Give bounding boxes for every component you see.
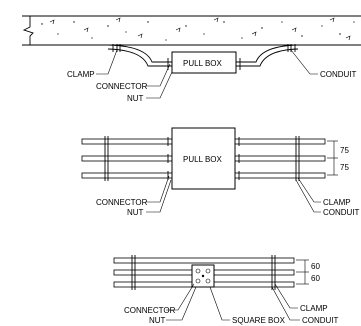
nut-label-elevation: NUT — [127, 94, 144, 103]
conduit-label-elevation: CONDUIT — [320, 70, 357, 79]
concrete-aggregate — [41, 21, 355, 41]
clamps-left-square — [131, 255, 136, 290]
clamps-left-plan — [104, 136, 109, 181]
conduit-right-elevation-lower — [236, 48, 299, 67]
clamp-label-elevation: CLAMP — [67, 70, 95, 79]
concrete-hatch-marks — [49, 17, 351, 41]
leader-nut-square — [166, 286, 197, 321]
connector-label-square: CONNECTOR — [124, 306, 176, 315]
dimension-60-upper: 60 — [311, 262, 320, 271]
leader-nut-plan — [146, 179, 172, 213]
clamp-label-plan: CLAMP — [323, 198, 351, 207]
connector-label-elevation: CONNECTOR — [96, 82, 148, 91]
nut-label-square: NUT — [149, 316, 166, 325]
conduits-left-plan — [81, 138, 173, 179]
nut-label-plan: NUT — [127, 208, 144, 217]
leader-connector-elevation — [146, 63, 171, 87]
leader-clamp-square — [274, 283, 298, 309]
leader-conduit-elevation — [290, 49, 318, 75]
square-box-label: SQUARE BOX — [232, 316, 286, 325]
concrete-slab — [22, 16, 361, 45]
clamp-label-square: CLAMP — [300, 304, 328, 313]
pull-box-label-plan: PULL BOX — [183, 155, 222, 164]
leader-nut-elevation — [146, 71, 173, 99]
dimension-75-upper: 75 — [340, 146, 349, 155]
connectors-plan — [167, 137, 240, 180]
dimension-60 — [296, 259, 309, 285]
dimension-75 — [327, 140, 338, 176]
conduit-label-plan: CONDUIT — [323, 208, 360, 217]
clamps-right-plan — [295, 136, 300, 181]
leader-square-box — [209, 286, 230, 321]
leader-conduit-plan — [295, 179, 321, 213]
square-box-knockouts — [195, 268, 211, 284]
pull-box-label-elevation: PULL BOX — [183, 59, 222, 68]
connector-label-plan: CONNECTOR — [96, 198, 148, 207]
section-elevation: PULL BOX CLAMP CONNECTOR NUT CONDUIT — [22, 15, 361, 103]
leader-connector-plan — [146, 175, 170, 203]
conduit-label-square: CONDUIT — [302, 316, 339, 325]
leader-connector-square — [166, 283, 195, 311]
leader-conduit-square — [271, 286, 300, 321]
conduit-left-elevation — [107, 44, 172, 63]
pull-box-plan — [171, 127, 236, 190]
leader-clamp-elevation — [96, 49, 118, 75]
clamp-right-elevation — [287, 44, 296, 52]
slab-break-line — [22, 16, 34, 45]
leader-clamp-plan — [297, 177, 321, 203]
conduit-right-elevation — [236, 44, 299, 63]
section-plan-pull-box: PULL BOX 75 75 CONNECTOR NUT CLAMP CONDU… — [81, 127, 360, 217]
conduits-right-plan — [234, 138, 326, 179]
dimension-60-lower: 60 — [311, 274, 320, 283]
conduit-left-elevation-lower — [107, 48, 172, 67]
dimension-75-lower: 75 — [340, 163, 349, 172]
section-plan-square-box: 60 60 CONNECTOR NUT SQUARE BOX CLAMP CON… — [113, 255, 339, 325]
